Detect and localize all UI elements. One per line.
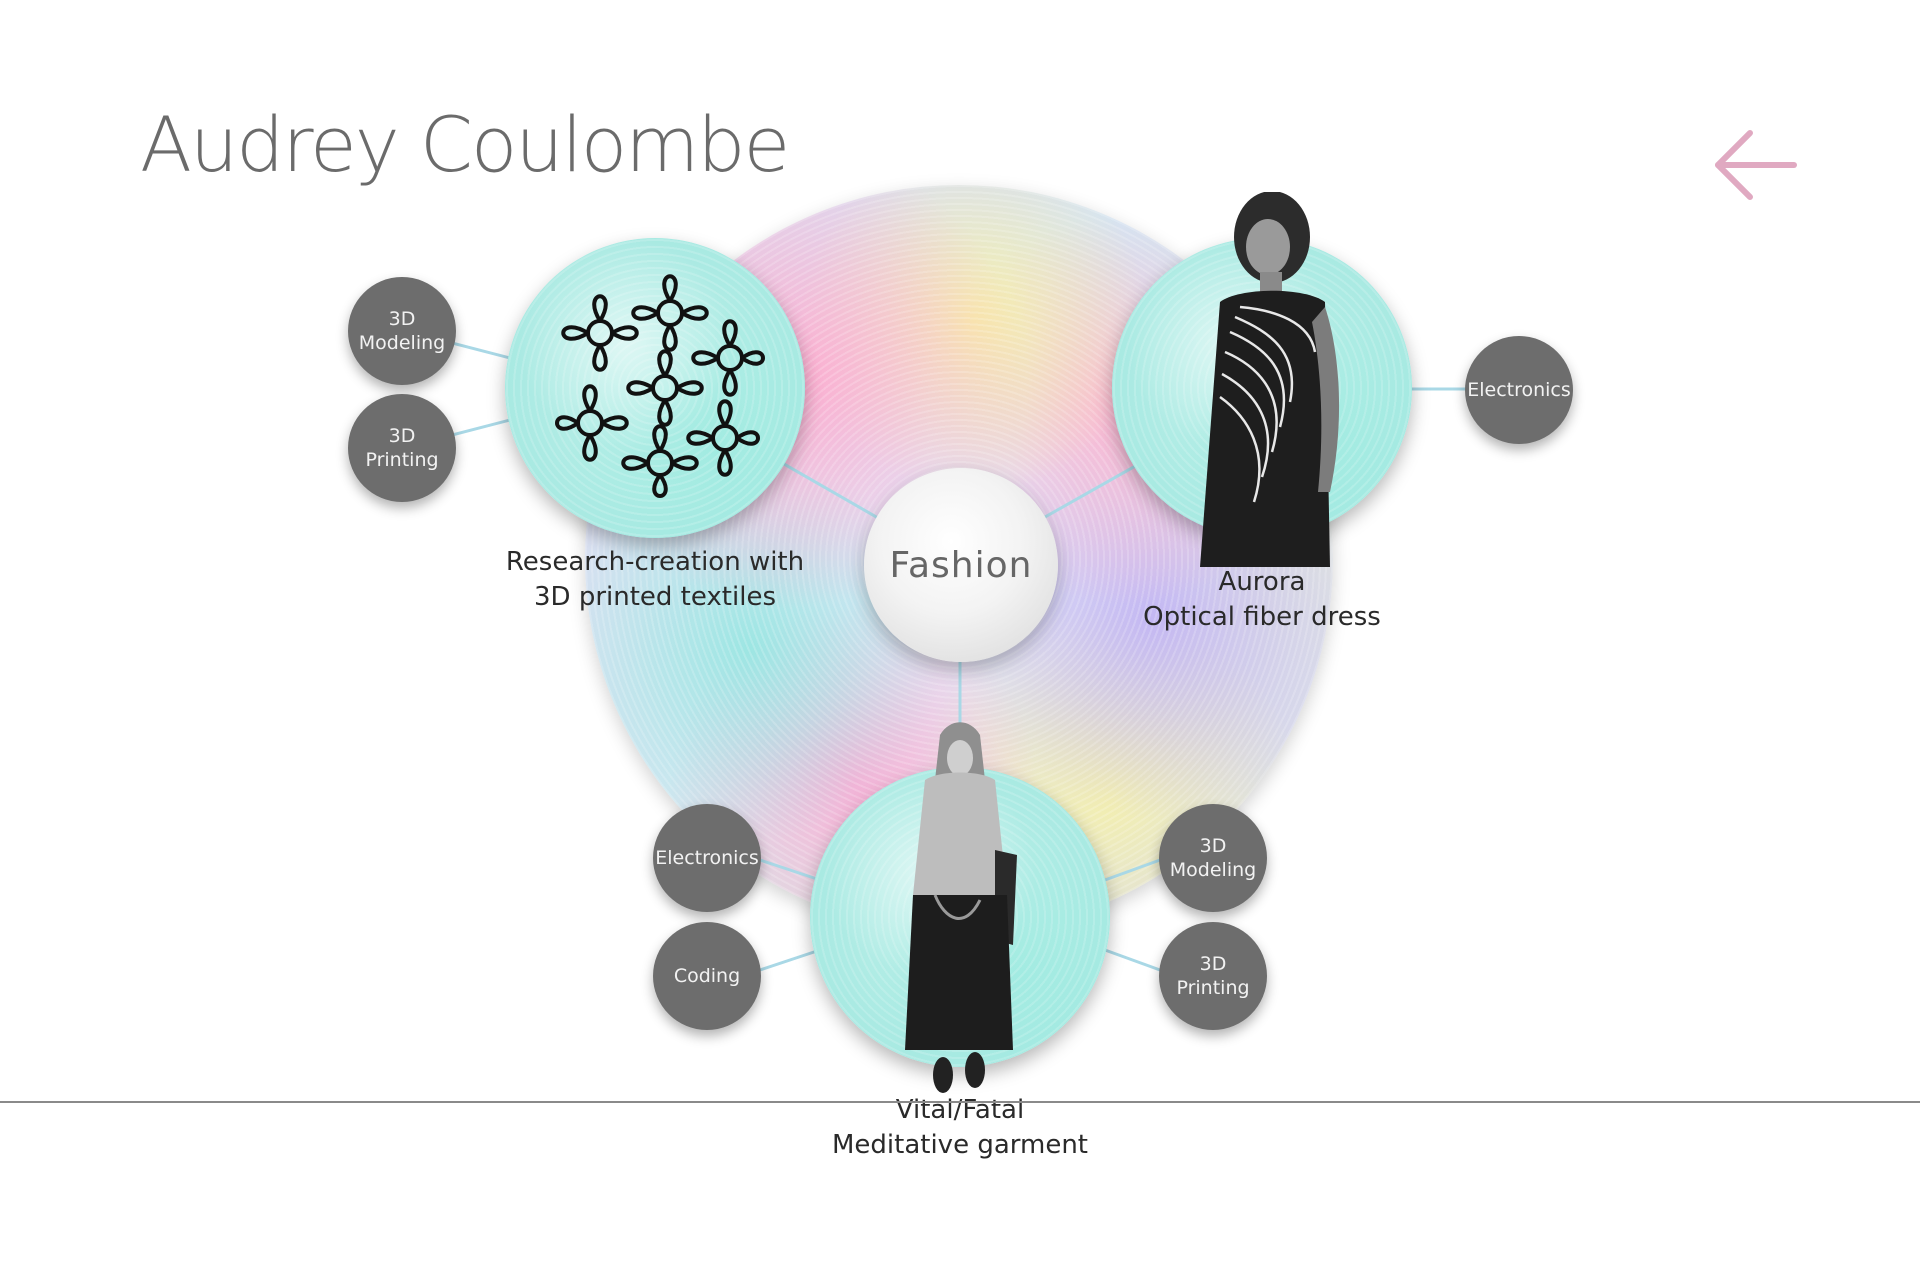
- project-caption: Aurora Optical fiber dress: [1143, 567, 1381, 632]
- page-title: Audrey Coulombe: [140, 100, 790, 189]
- category-center-orb[interactable]: Fashion: [864, 468, 1058, 662]
- back-button[interactable]: [1710, 125, 1800, 205]
- arrow-left-icon: [1715, 130, 1797, 200]
- project-caption: Research-creation with 3D printed textil…: [505, 547, 805, 612]
- tag-electronics[interactable]: Electronics: [653, 804, 761, 912]
- project-3d-printed-textiles[interactable]: [505, 238, 805, 538]
- tag-coding[interactable]: Coding: [653, 922, 761, 1030]
- lace-flower-pattern-image: [555, 274, 765, 498]
- tag-electronics[interactable]: Electronics: [1465, 336, 1573, 444]
- category-label: Fashion: [889, 544, 1033, 586]
- aurora-dress-photo: [1200, 192, 1340, 567]
- divider-line: [0, 1101, 1920, 1103]
- project-caption: Vital/Fatal Meditative garment: [831, 1095, 1088, 1160]
- vital-fatal-garment-photo: [905, 722, 1017, 1093]
